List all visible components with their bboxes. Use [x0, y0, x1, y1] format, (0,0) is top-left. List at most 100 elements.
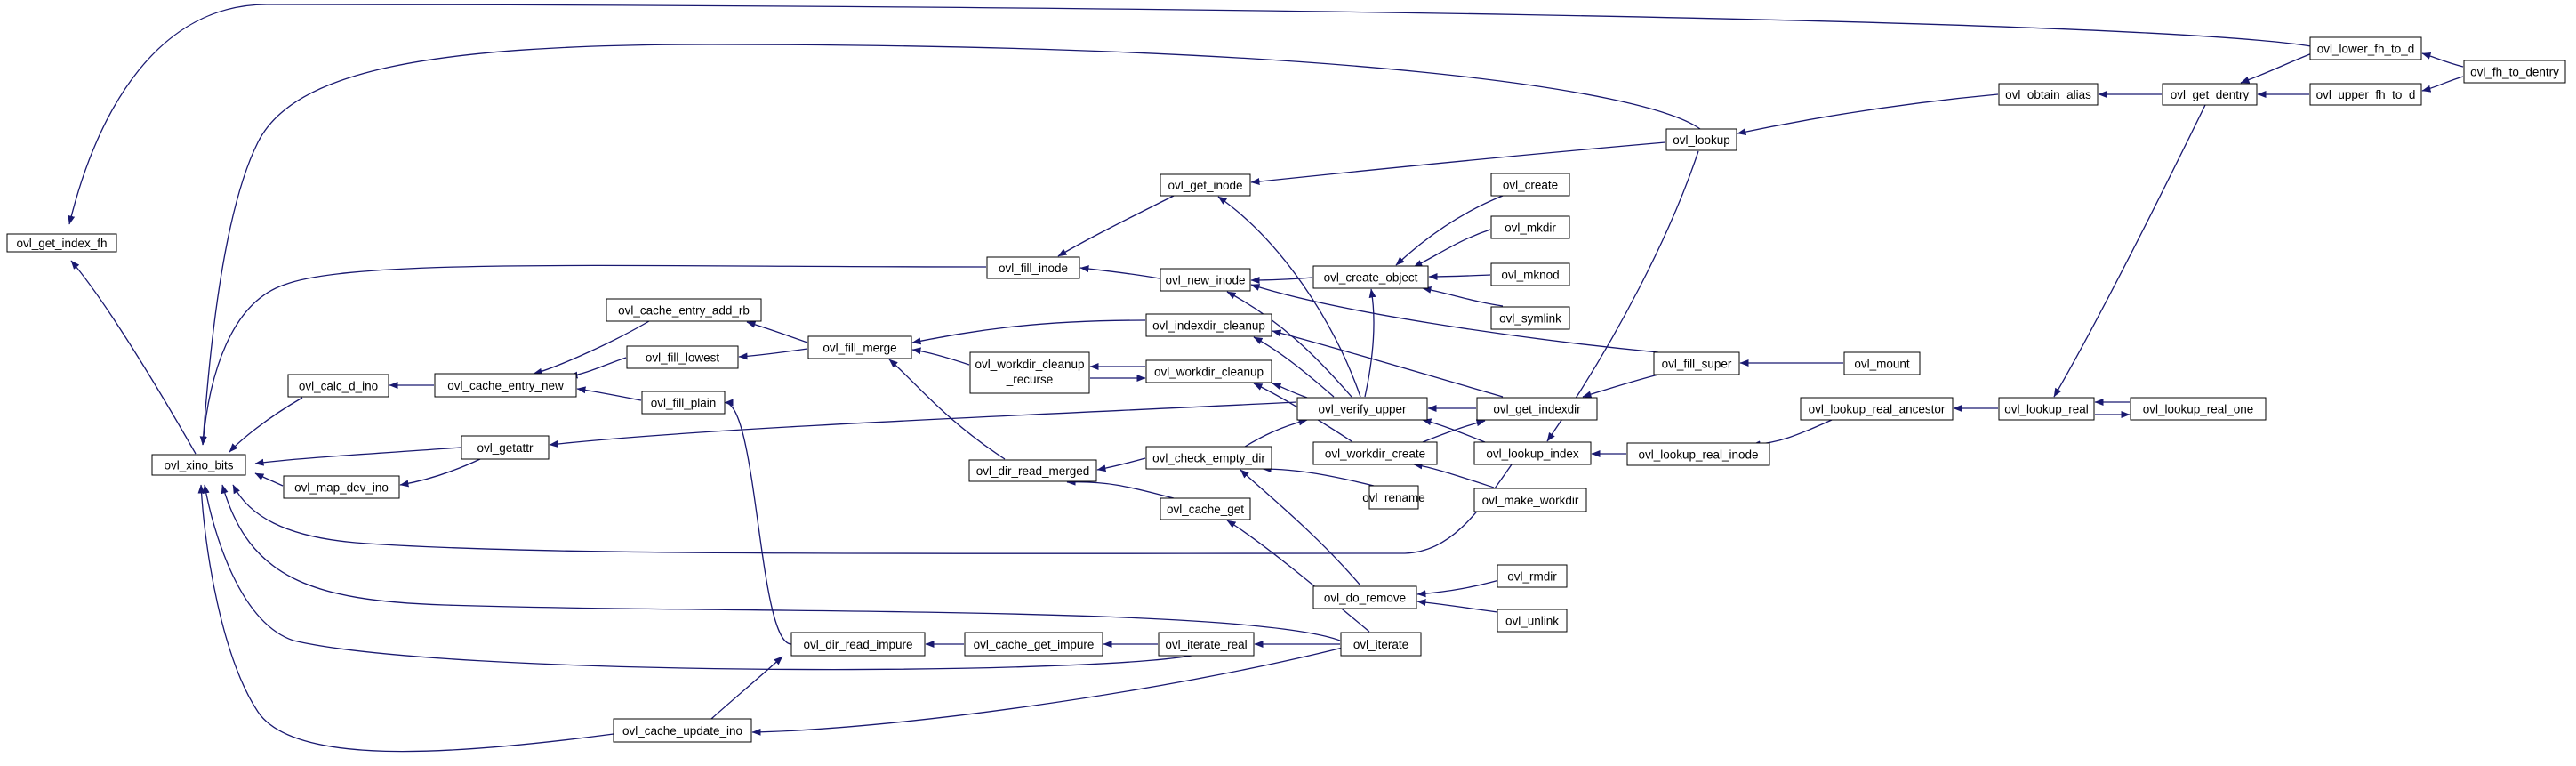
node-xino-bits[interactable]: ovl_xino_bits — [151, 454, 246, 476]
node-box[interactable] — [1312, 441, 1438, 465]
node-box[interactable] — [1497, 564, 1568, 588]
node-cache-update-ino[interactable]: ovl_cache_update_ino — [613, 718, 752, 743]
node-box[interactable] — [1843, 351, 1921, 375]
node-fh-to-dentry[interactable]: ovl_fh_to_dentry — [2463, 60, 2566, 84]
node-rmdir[interactable]: ovl_rmdir — [1497, 564, 1568, 588]
node-box[interactable] — [1160, 173, 1251, 197]
node-fill-lowest[interactable]: ovl_fill_lowest — [626, 345, 739, 369]
node-box[interactable] — [1497, 609, 1568, 633]
node-box[interactable] — [1145, 359, 1272, 383]
node-fill-super[interactable]: ovl_fill_super — [1653, 351, 1740, 375]
node-verify-upper[interactable]: ovl_verify_upper — [1296, 397, 1428, 421]
node-rename[interactable]: ovl_rename — [1362, 485, 1425, 510]
node-lookup-index[interactable]: ovl_lookup_index — [1473, 441, 1592, 465]
node-box[interactable] — [1490, 173, 1570, 197]
node-lookup-real[interactable]: ovl_lookup_real — [1998, 397, 2095, 421]
node-dir-read-merged[interactable]: ovl_dir_read_merged — [968, 459, 1097, 482]
node-calc-d-ino[interactable]: ovl_calc_d_ino — [287, 374, 389, 398]
node-iterate[interactable]: ovl_iterate — [1340, 632, 1422, 657]
node-map-dev-ino[interactable]: ovl_map_dev_ino — [283, 475, 400, 499]
node-box[interactable] — [1653, 351, 1740, 375]
node-cache-get[interactable]: ovl_cache_get — [1160, 497, 1251, 520]
node-box[interactable] — [807, 335, 912, 359]
node-box[interactable] — [287, 374, 389, 398]
node-lookup-real-one[interactable]: ovl_lookup_real_one — [2130, 397, 2267, 421]
node-box[interactable] — [1312, 585, 1417, 609]
node-box[interactable] — [1800, 397, 1954, 421]
node-box[interactable] — [1296, 397, 1428, 421]
node-box[interactable] — [2130, 397, 2267, 421]
node-dir-read-impure[interactable]: ovl_dir_read_impure — [790, 632, 926, 657]
node-box[interactable] — [1340, 632, 1422, 657]
node-box[interactable] — [1368, 485, 1419, 510]
node-unlink[interactable]: ovl_unlink — [1497, 609, 1568, 633]
node-box[interactable] — [790, 632, 926, 657]
node-upper-fh-to-d[interactable]: ovl_upper_fh_to_d — [2309, 83, 2422, 106]
node-get-indexdir[interactable]: ovl_get_indexdir — [1476, 397, 1598, 421]
node-box[interactable] — [151, 454, 246, 476]
node-workdir-cleanup[interactable]: ovl_workdir_cleanup — [1145, 359, 1272, 383]
node-box[interactable] — [1626, 442, 1770, 466]
node-box[interactable] — [964, 632, 1103, 657]
node-box[interactable] — [986, 256, 1080, 279]
node-check-empty-dir[interactable]: ovl_check_empty_dir — [1145, 446, 1272, 470]
node-lookup-real-inode[interactable]: ovl_lookup_real_inode — [1626, 442, 1770, 466]
node-create[interactable]: ovl_create — [1490, 173, 1570, 197]
node-mknod[interactable]: ovl_mknod — [1490, 262, 1570, 286]
node-mkdir[interactable]: ovl_mkdir — [1490, 215, 1570, 239]
node-box[interactable] — [2309, 36, 2422, 60]
node-lookup-real-ancestor[interactable]: ovl_lookup_real_ancestor — [1800, 397, 1954, 421]
node-box[interactable] — [1473, 488, 1587, 512]
node-get-index-fh[interactable]: ovl_get_index_fh — [6, 233, 117, 253]
node-fill-inode[interactable]: ovl_fill_inode — [986, 256, 1080, 279]
node-box[interactable] — [968, 459, 1097, 482]
node-box[interactable] — [1998, 397, 2095, 421]
node-box[interactable] — [1665, 128, 1737, 151]
node-lookup[interactable]: ovl_lookup — [1665, 128, 1737, 151]
node-box[interactable] — [1158, 632, 1255, 657]
node-workdir-cleanup-recurse[interactable]: ovl_workdir_cleanup_recurse — [969, 351, 1090, 394]
node-box[interactable] — [1473, 441, 1592, 465]
node-do-remove[interactable]: ovl_do_remove — [1312, 585, 1417, 609]
node-box[interactable] — [1490, 306, 1570, 330]
node-box[interactable] — [641, 391, 726, 415]
node-box[interactable] — [6, 233, 117, 253]
node-iterate-real[interactable]: ovl_iterate_real — [1158, 632, 1255, 657]
node-fill-merge[interactable]: ovl_fill_merge — [807, 335, 912, 359]
node-fill-plain[interactable]: ovl_fill_plain — [641, 391, 726, 415]
node-box[interactable] — [461, 435, 550, 460]
node-symlink[interactable]: ovl_symlink — [1490, 306, 1570, 330]
node-workdir-create[interactable]: ovl_workdir_create — [1312, 441, 1438, 465]
node-box[interactable] — [1490, 215, 1570, 239]
node-box[interactable] — [1145, 313, 1272, 337]
node-cache-entry-add-rb[interactable]: ovl_cache_entry_add_rb — [606, 298, 762, 322]
node-mount[interactable]: ovl_mount — [1843, 351, 1921, 375]
node-box[interactable] — [2162, 83, 2258, 106]
node-box[interactable] — [1160, 268, 1251, 292]
node-box[interactable] — [626, 345, 739, 369]
node-box[interactable] — [1476, 397, 1598, 421]
node-box[interactable] — [1145, 446, 1272, 470]
node-box[interactable] — [969, 351, 1090, 394]
node-new-inode[interactable]: ovl_new_inode — [1160, 268, 1251, 292]
node-get-inode[interactable]: ovl_get_inode — [1160, 173, 1251, 197]
node-cache-get-impure[interactable]: ovl_cache_get_impure — [964, 632, 1103, 657]
node-box[interactable] — [1312, 265, 1429, 289]
node-box[interactable] — [606, 298, 762, 322]
node-create-object[interactable]: ovl_create_object — [1312, 265, 1429, 289]
node-box[interactable] — [613, 718, 752, 743]
node-lower-fh-to-d[interactable]: ovl_lower_fh_to_d — [2309, 36, 2422, 60]
node-box[interactable] — [2309, 83, 2422, 106]
node-getattr[interactable]: ovl_getattr — [461, 435, 550, 460]
node-get-dentry[interactable]: ovl_get_dentry — [2162, 83, 2258, 106]
node-box[interactable] — [1490, 262, 1570, 286]
node-box[interactable] — [434, 373, 577, 398]
node-obtain-alias[interactable]: ovl_obtain_alias — [1998, 83, 2099, 106]
node-box[interactable] — [283, 475, 400, 499]
node-cache-entry-new[interactable]: ovl_cache_entry_new — [434, 373, 577, 398]
node-box[interactable] — [1160, 497, 1251, 520]
node-indexdir-cleanup[interactable]: ovl_indexdir_cleanup — [1145, 313, 1272, 337]
node-box[interactable] — [2463, 60, 2566, 84]
node-make-workdir[interactable]: ovl_make_workdir — [1473, 488, 1587, 512]
node-box[interactable] — [1998, 83, 2099, 106]
